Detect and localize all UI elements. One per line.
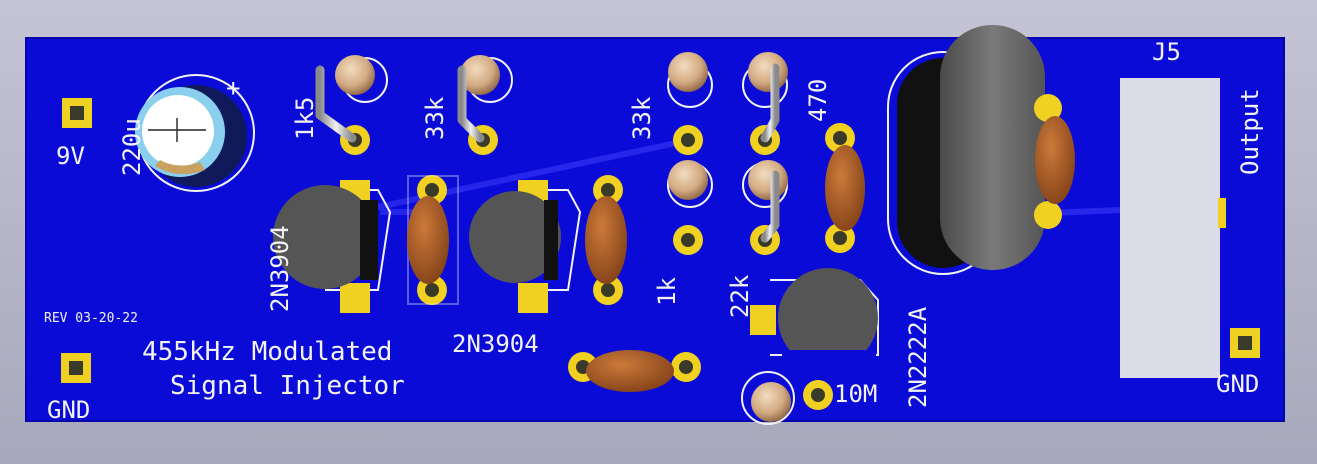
electrolytic-capacitor (135, 74, 255, 192)
connector-j5 (1120, 78, 1226, 378)
label-connector-output: Output (1236, 88, 1264, 175)
resistor-1k5 (315, 55, 388, 155)
ceramic-capacitor-c3 (825, 123, 865, 253)
label-r-10m: 10M (834, 380, 877, 408)
label-gnd-left: GND (47, 396, 90, 424)
label-connector: J5 (1152, 38, 1181, 66)
board-title-line1: 455kHz Modulated (142, 337, 392, 367)
label-q3: 2N2222A (904, 306, 932, 408)
resistor-33k-right (667, 52, 713, 155)
label-r-22k: 22k (726, 274, 754, 318)
board-title-line2: Signal Injector (170, 371, 405, 401)
transistor-q2 (469, 180, 582, 313)
resistor-22k (742, 160, 788, 255)
label-r-470: 470 (804, 79, 832, 122)
label-9v: 9V (56, 142, 85, 170)
label-r-1k5: 1k5 (291, 97, 319, 140)
resistor-33k-left (457, 55, 513, 155)
pad-9v (62, 98, 92, 128)
label-q2: 2N3904 (452, 330, 539, 358)
pad-gnd-left (61, 353, 91, 383)
crystal-oscillator (887, 25, 1075, 275)
board-revision: REV 03-20-22 (44, 311, 138, 326)
ceramic-capacitor-c1 (407, 175, 459, 305)
resistor-470 (742, 52, 788, 155)
label-gnd-right: GND (1216, 370, 1259, 398)
label-r-33k-b: 33k (628, 96, 656, 140)
ceramic-capacitor-c4 (568, 350, 701, 392)
resistor-1k (667, 160, 713, 255)
label-cap-value: 220u (118, 118, 146, 176)
label-q1: 2N3904 (266, 225, 294, 312)
label-r-33k-a: 33k (421, 96, 449, 140)
transistor-q4 (750, 268, 879, 368)
resistor-10m (741, 371, 835, 425)
transistor-q1 (273, 180, 392, 313)
ceramic-capacitor-c2 (585, 175, 627, 305)
label-r-1k: 1k (653, 277, 681, 306)
label-cap-plus: + (226, 74, 240, 102)
pad-gnd-right (1230, 328, 1260, 358)
